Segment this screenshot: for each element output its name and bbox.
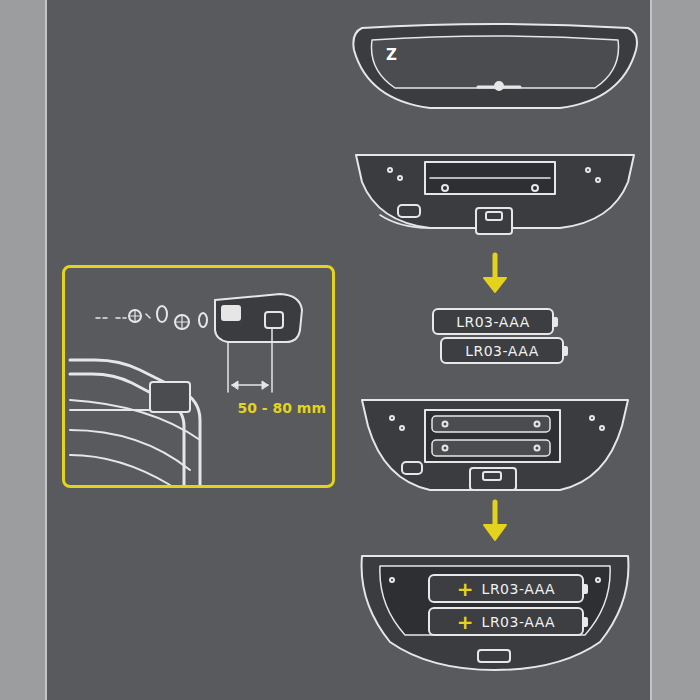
polarity-mark: + <box>457 612 474 632</box>
battery-terminal <box>584 584 588 594</box>
mounting-detail <box>70 294 302 485</box>
battery-type: LR03-AAA <box>482 614 556 630</box>
battery: + LR03-AAA <box>428 574 584 603</box>
battery: LR03-AAA <box>432 308 554 335</box>
battery-terminal <box>554 317 558 327</box>
battery-terminal <box>584 617 588 627</box>
logo-letter: Z <box>386 46 397 64</box>
lamp-back-loaded <box>362 556 629 670</box>
step-arrow-head <box>484 525 506 540</box>
lamp-open-empty <box>356 155 634 234</box>
dimension-label: 50 - 80 mm <box>237 400 326 416</box>
battery-terminal <box>564 346 568 356</box>
battery: LR03-AAA <box>440 337 564 364</box>
step-arrow <box>493 255 498 280</box>
lamp-open-loaded <box>362 400 628 490</box>
battery-type: LR03-AAA <box>456 314 530 330</box>
battery-type: LR03-AAA <box>465 343 539 359</box>
lamp-front <box>353 24 637 108</box>
battery: + LR03-AAA <box>428 607 584 636</box>
battery-type: LR03-AAA <box>482 581 556 597</box>
polarity-mark: + <box>457 579 474 599</box>
step-arrow-head <box>484 278 506 292</box>
step-arrow <box>493 502 498 527</box>
detail-inset: 50 - 80 mm <box>62 265 335 488</box>
